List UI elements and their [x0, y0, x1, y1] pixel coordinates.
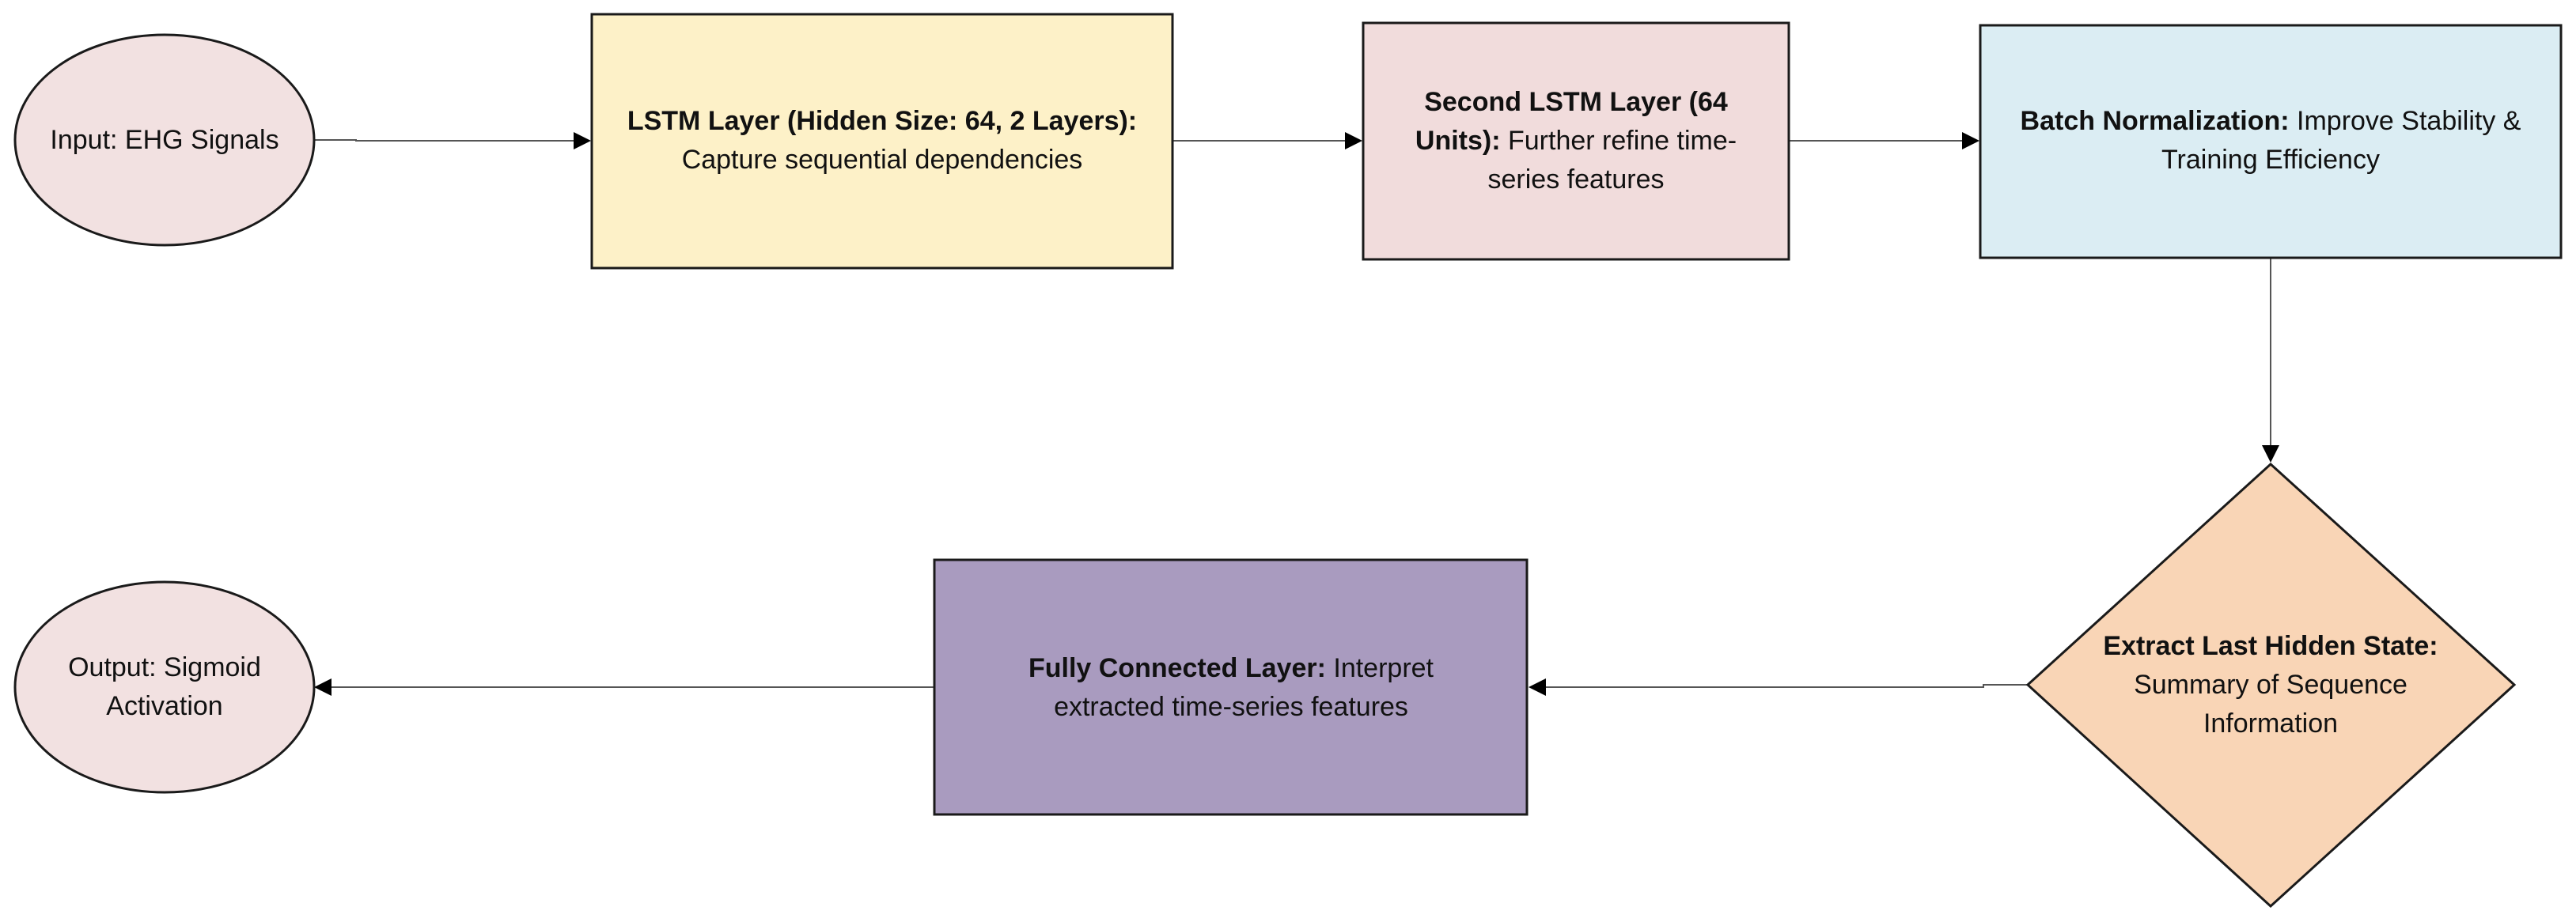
second-lstm-layer-label: Second LSTM Layer (64 Units): Further re… [1415, 86, 1737, 195]
fully-connected-layer-box [933, 558, 1529, 816]
arrowhead-extract-to-fully-connected [1529, 678, 1546, 696]
second-lstm-layer-box [1362, 21, 1790, 261]
extract-last-hidden-state-diamond [2025, 462, 2517, 909]
connectors [313, 132, 2279, 696]
arrowhead-second-lstm-to-batchnorm [1962, 132, 1979, 149]
batch-normalization-label: Batch Normalization: Improve Stability &… [2020, 106, 2521, 175]
input-ellipse [13, 33, 316, 247]
arrowhead-input-to-lstm [574, 132, 591, 149]
edge-input-to-lstm [313, 139, 576, 142]
arrowhead-lstm-to-second-lstm [1345, 132, 1362, 149]
output-ellipse [13, 580, 316, 794]
input-label: Input: EHG Signals [50, 124, 279, 155]
lstm-layer-label: LSTM Layer (Hidden Size: 64, 2 Layers): … [627, 106, 1138, 175]
arrowhead-batchnorm-to-extract [2262, 445, 2279, 463]
output-label: Output: Sigmoid Activation [68, 652, 261, 721]
lstm-layer-box [590, 13, 1174, 270]
batch-normalization-box [1979, 24, 2563, 259]
fully-connected-layer-label: Fully Connected Layer: Interpret extract… [1028, 653, 1434, 722]
arrowhead-fully-connected-to-output [314, 678, 331, 696]
node-shapes [13, 13, 2563, 909]
extract-last-hidden-state-label: Extract Last Hidden State: Summary of Se… [2103, 630, 2438, 739]
edge-extract-to-fully-connected [1544, 684, 2028, 688]
